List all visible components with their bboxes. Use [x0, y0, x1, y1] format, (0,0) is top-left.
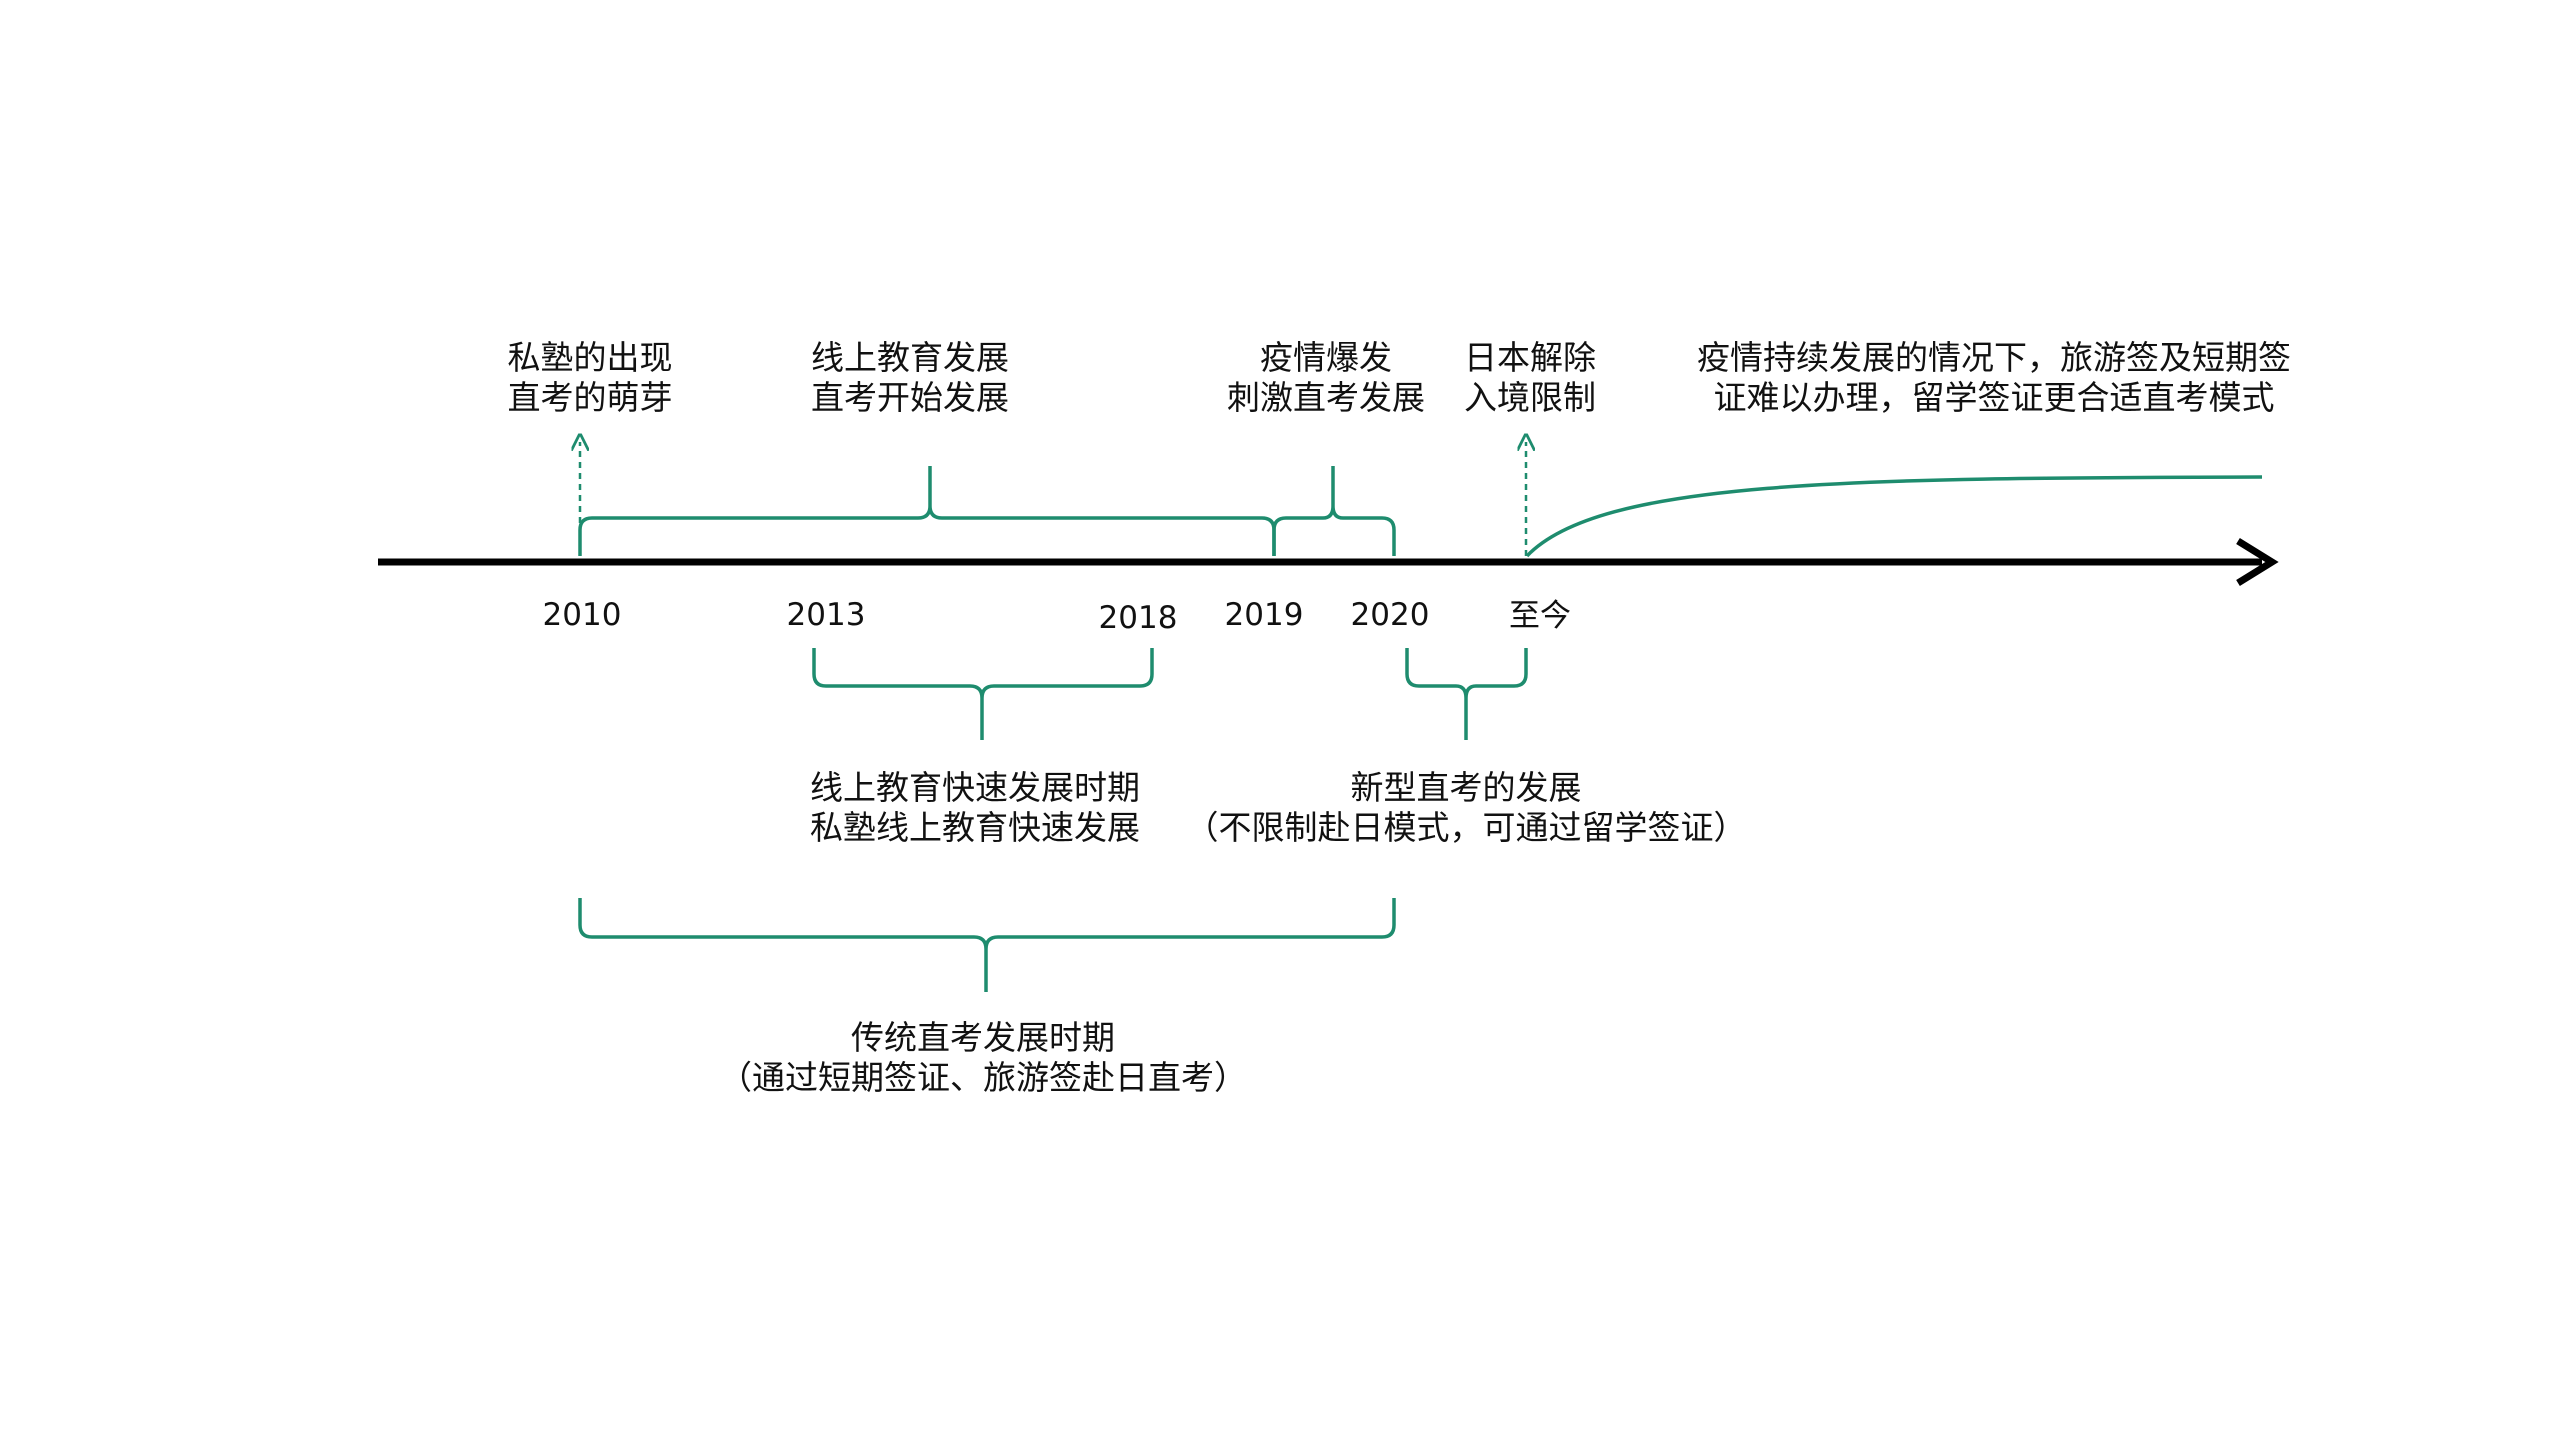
brace-bottom-2010-2020	[578, 898, 1396, 992]
bottom-label-online-rapid-growth: 线上教育快速发展时期 私塾线上教育快速发展	[810, 768, 1140, 848]
label-line: （通过短期签证、旅游签赴日直考）	[719, 1058, 1247, 1097]
axis-arrowhead	[2236, 538, 2279, 586]
top-label-pandemic: 疫情爆发 刺激直考发展	[1227, 338, 1425, 418]
top-label-private-school: 私塾的出现 直考的萌芽	[508, 338, 673, 418]
label-line: 疫情爆发	[1260, 338, 1392, 377]
label-line: 直考的萌芽	[507, 378, 673, 417]
label-line: 直考开始发展	[811, 378, 1009, 417]
year-label-2020: 2020	[1350, 597, 1430, 633]
label-line: 私塾线上教育快速发展	[810, 808, 1140, 847]
label-line: 线上教育快速发展时期	[810, 768, 1140, 807]
label-line: 线上教育发展	[811, 338, 1009, 377]
label-line: 疫情持续发展的情况下，旅游签及短期签	[1697, 338, 2291, 377]
growth-curve	[1525, 475, 2263, 558]
label-line: 新型直考的发展	[1350, 768, 1582, 807]
label-line: 刺激直考发展	[1227, 378, 1425, 417]
label-line: （不限制赴日模式，可通过留学签证）	[1185, 808, 1747, 847]
label-line: 入境限制	[1464, 378, 1596, 417]
year-label-2019: 2019	[1224, 597, 1304, 633]
brace-top-2019-2020	[1272, 466, 1396, 556]
label-line: 私塾的出现	[507, 338, 673, 377]
label-line: 证难以办理，留学签证更合适直考模式	[1713, 378, 2275, 417]
year-label-2013: 2013	[786, 597, 866, 633]
year-label-2010: 2010	[542, 597, 622, 633]
label-line: 日本解除	[1464, 338, 1596, 377]
brace-top-2010-2019	[578, 466, 1276, 556]
top-label-online-education: 线上教育发展 直考开始发展	[811, 338, 1009, 418]
top-label-border-reopen: 日本解除 入境限制	[1464, 338, 1596, 418]
bottom-label-new-direct-exam: 新型直考的发展 （不限制赴日模式，可通过留学签证）	[1186, 768, 1747, 848]
brace-bottom-2013-2018	[812, 648, 1154, 740]
top-label-visa-situation: 疫情持续发展的情况下，旅游签及短期签 证难以办理，留学签证更合适直考模式	[1697, 338, 2291, 418]
label-line: 传统直考发展时期	[851, 1018, 1115, 1057]
year-label-present: 至今	[1509, 598, 1571, 634]
brace-bottom-2020-present	[1405, 648, 1528, 740]
bottom-label-traditional-period: 传统直考发展时期 （通过短期签证、旅游签赴日直考）	[719, 1018, 1247, 1098]
year-label-2018: 2018	[1098, 600, 1178, 636]
